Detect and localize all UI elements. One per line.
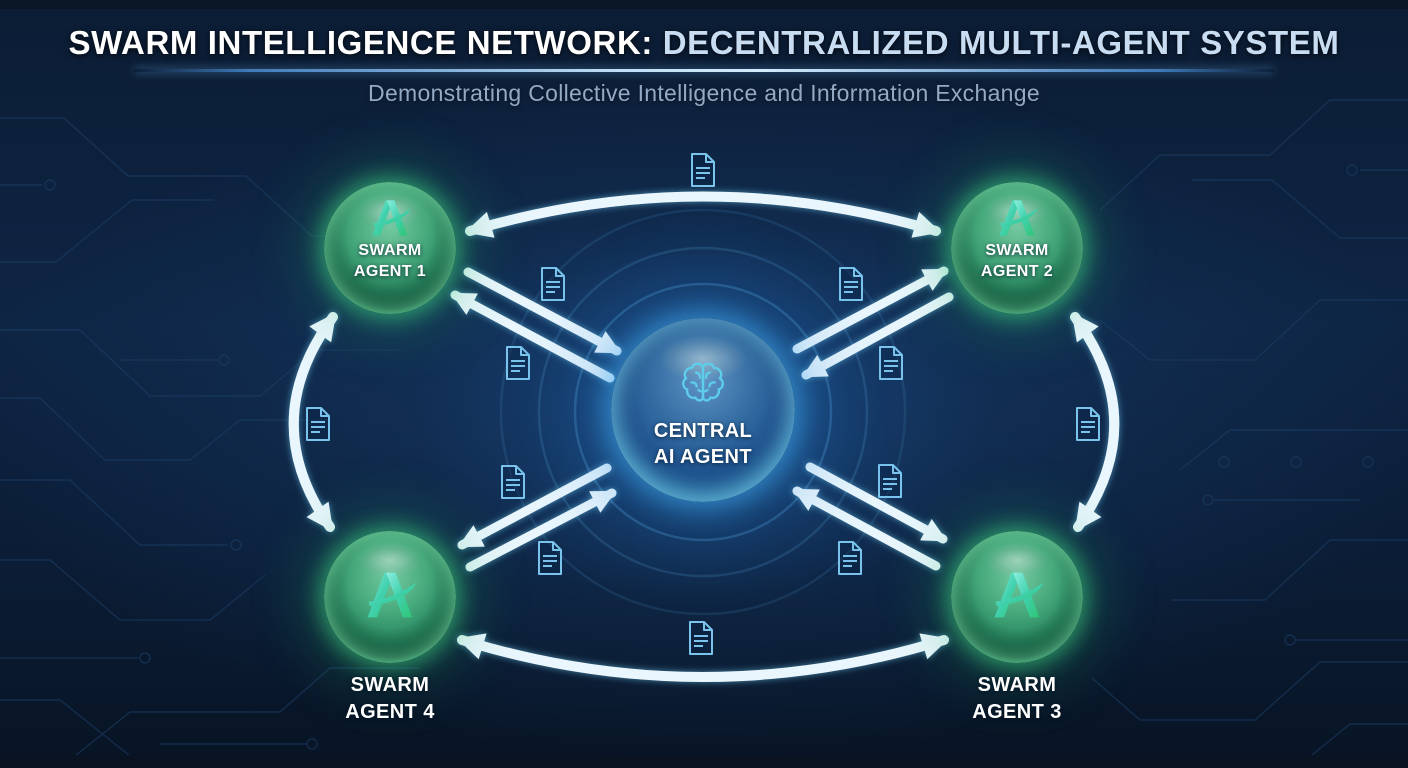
agent-1-label: SWARM AGENT 1 xyxy=(354,240,426,282)
a-logo-icon xyxy=(989,567,1045,623)
page-subtitle: Demonstrating Collective Intelligence an… xyxy=(368,80,1040,106)
agent-1-label-line1: SWARM xyxy=(358,242,422,259)
arrow-agent3-to-center xyxy=(792,486,941,571)
circuit-traces-left xyxy=(0,117,420,768)
arrow-center-to-agent2 xyxy=(792,266,949,354)
sphere-highlight xyxy=(974,191,1060,237)
document-icon xyxy=(838,541,862,575)
document-icon xyxy=(878,464,902,498)
agent-2-label-line2: AGENT 2 xyxy=(980,263,1054,280)
page-title: SWARM INTELLIGENCE NETWORK: DECENTRALIZE… xyxy=(0,24,1408,62)
brain-icon xyxy=(674,356,732,410)
arrow-center-to-agent3 xyxy=(805,462,948,544)
agent-2-label-line1: SWARM xyxy=(985,242,1049,259)
document-icon xyxy=(501,465,525,499)
a-logo-icon xyxy=(995,196,1039,240)
sphere-highlight xyxy=(347,191,433,237)
agent-4-label-line1: SWARM xyxy=(350,674,430,696)
a-logo-icon xyxy=(368,196,412,240)
central-ai-agent-node: CENTRAL AI AGENT xyxy=(611,318,795,502)
document-icon xyxy=(1076,407,1100,441)
top-edge-strip xyxy=(0,0,1408,9)
agent-4-label-line2: AGENT 4 xyxy=(345,701,435,723)
page-title-secondary: DECENTRALIZED MULTI-AGENT SYSTEM xyxy=(652,24,1340,61)
document-icon xyxy=(506,346,530,380)
document-icon xyxy=(879,346,903,380)
swarm-agent-2-node: SWARM AGENT 2 xyxy=(951,182,1083,314)
central-agent-label: CENTRAL AI AGENT xyxy=(654,418,752,470)
central-agent-label-line1: CENTRAL xyxy=(653,420,753,442)
agent-4-label: SWARM AGENT 4 xyxy=(280,672,500,726)
document-icon xyxy=(538,541,562,575)
swarm-agent-4-node xyxy=(324,531,456,663)
bottom-edge-strip xyxy=(0,755,1408,768)
arrow-agent4-to-center xyxy=(465,488,617,572)
arrow-center-to-agent1 xyxy=(450,290,615,383)
central-agent-label-line2: AI AGENT xyxy=(653,446,752,468)
document-icon xyxy=(839,267,863,301)
agent-3-label-line1: SWARM xyxy=(977,674,1057,696)
agent-3-label-line2: AGENT 3 xyxy=(972,701,1062,723)
document-icon xyxy=(306,407,330,441)
agent-2-label: SWARM AGENT 2 xyxy=(981,240,1053,282)
arrow-agent1-agent2 xyxy=(464,191,942,238)
arrow-center-to-agent4 xyxy=(457,463,612,550)
document-icon xyxy=(541,267,565,301)
agent-3-label: SWARM AGENT 3 xyxy=(907,672,1127,726)
document-icon xyxy=(691,153,715,187)
arrow-agent4-agent3 xyxy=(456,633,950,682)
circuit-traces-right xyxy=(1091,99,1408,768)
title-divider xyxy=(134,69,1274,72)
arrow-agent2-agent3 xyxy=(1070,312,1120,532)
page-title-primary: SWARM INTELLIGENCE NETWORK: xyxy=(68,24,653,61)
swarm-agent-3-node xyxy=(951,531,1083,663)
document-icon xyxy=(689,621,713,655)
a-logo-icon xyxy=(362,567,418,623)
swarm-agent-1-node: SWARM AGENT 1 xyxy=(324,182,456,314)
arrow-agent1-to-center xyxy=(463,267,622,356)
arrow-agent2-to-center xyxy=(801,292,954,380)
agent-1-label-line2: AGENT 1 xyxy=(353,263,427,280)
arrow-agent1-agent4 xyxy=(288,312,338,532)
